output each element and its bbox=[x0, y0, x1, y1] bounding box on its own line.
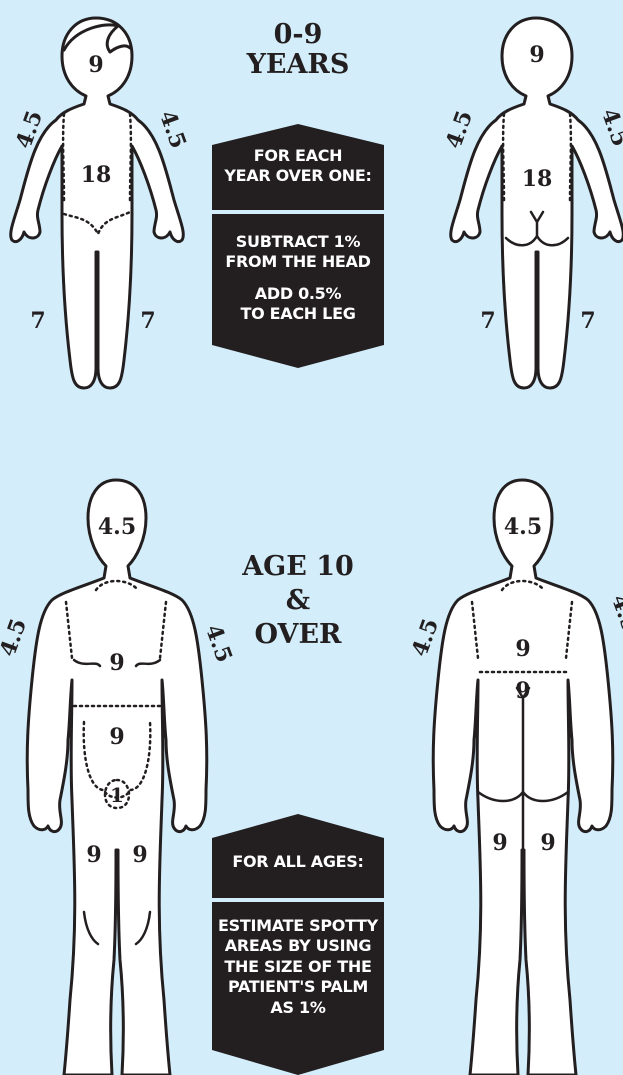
adult-back-upper-label: 9 bbox=[515, 636, 530, 662]
child-back-figure bbox=[451, 18, 623, 388]
child-banner-body: SUBTRACT 1% FROM THE HEAD ADD 0.5% TO EA… bbox=[212, 232, 384, 324]
child-front-trunk-label: 18 bbox=[81, 162, 112, 188]
adult-back-right-arm-label: 4.5 bbox=[606, 591, 623, 636]
child-front-right-arm-label: 4.5 bbox=[154, 107, 192, 152]
adult-front-left-leg-label: 9 bbox=[86, 842, 101, 868]
adult-banner-body-line-4: PATIENT'S PALM bbox=[212, 977, 384, 997]
adult-front-body bbox=[27, 480, 207, 1075]
adult-back-figure bbox=[433, 480, 613, 1075]
child-banner-body-line-2: FROM THE HEAD bbox=[212, 252, 384, 272]
adult-banner-header-line: FOR ALL AGES: bbox=[212, 852, 384, 872]
adult-back-right-leg-label: 9 bbox=[540, 830, 555, 856]
adult-front-figure bbox=[27, 480, 207, 1075]
child-banner-body-line-1: SUBTRACT 1% bbox=[212, 232, 384, 252]
adult-front-chest-label: 9 bbox=[109, 650, 124, 676]
adult-front-genitals-label: 1 bbox=[110, 783, 124, 807]
adult-banner-body-line-5: AS 1% bbox=[212, 998, 384, 1018]
child-front-left-leg-label: 7 bbox=[30, 308, 45, 334]
adult-banner-body-line-1: ESTIMATE SPOTTY bbox=[212, 916, 384, 936]
child-front-head-label: 9 bbox=[88, 52, 103, 78]
adult-front-right-leg-label: 9 bbox=[132, 842, 147, 868]
child-title-line-2: YEARS bbox=[228, 50, 368, 80]
adult-back-left-leg-label: 9 bbox=[492, 830, 507, 856]
adult-section-title: AGE 10 & OVER bbox=[218, 550, 378, 651]
adult-back-left-arm-label: 4.5 bbox=[407, 615, 445, 660]
child-back-right-leg-label: 7 bbox=[580, 308, 595, 334]
adult-front-head-label: 4.5 bbox=[98, 514, 136, 540]
adult-back-head-label: 4.5 bbox=[504, 514, 542, 540]
child-back-trunk-label: 18 bbox=[522, 166, 553, 192]
child-back-head-label: 9 bbox=[529, 42, 544, 68]
adult-front-abdomen-label: 9 bbox=[109, 724, 124, 750]
adult-title-line-2: & bbox=[218, 584, 378, 618]
child-back-left-leg-label: 7 bbox=[480, 308, 495, 334]
child-banner-body-line-3: ADD 0.5% bbox=[212, 284, 384, 304]
adult-front-left-arm-label: 4.5 bbox=[0, 615, 32, 660]
adult-banner-body: ESTIMATE SPOTTY AREAS BY USING THE SIZE … bbox=[212, 916, 384, 1018]
child-section-title: 0-9 YEARS bbox=[228, 20, 368, 80]
child-title-line-1: 0-9 bbox=[228, 20, 368, 50]
child-back-right-arm-label: 4.5 bbox=[596, 105, 623, 150]
child-banner-header: FOR EACH YEAR OVER ONE: bbox=[212, 146, 384, 186]
child-banner-body-line-4: TO EACH LEG bbox=[212, 304, 384, 324]
adult-banner-body-line-3: THE SIZE OF THE bbox=[212, 957, 384, 977]
child-back-left-arm-label: 4.5 bbox=[441, 107, 479, 152]
adult-title-line-3: OVER bbox=[218, 618, 378, 652]
adult-back-lower-label: 9 bbox=[515, 678, 530, 704]
child-banner-header-line-2: YEAR OVER ONE: bbox=[212, 166, 384, 186]
child-back-body bbox=[451, 18, 623, 388]
child-banner-header-line-1: FOR EACH bbox=[212, 146, 384, 166]
adult-banner-body-line-2: AREAS BY USING bbox=[212, 936, 384, 956]
child-front-right-leg-label: 7 bbox=[140, 308, 155, 334]
adult-title-line-1: AGE 10 bbox=[218, 550, 378, 584]
adult-banner-header: FOR ALL AGES: bbox=[212, 852, 384, 872]
